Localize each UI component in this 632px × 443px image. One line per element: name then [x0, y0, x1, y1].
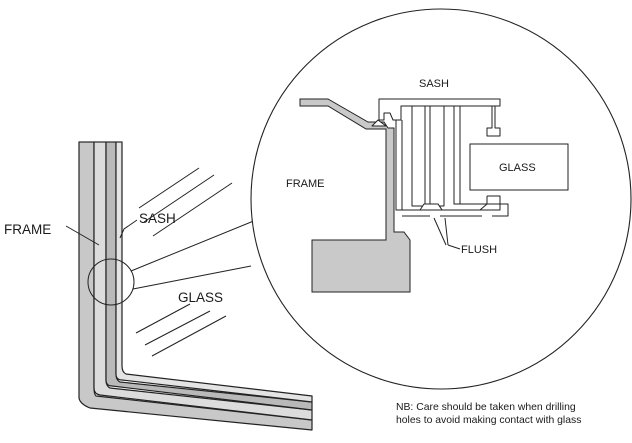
- glass-label-detail: GLASS: [499, 162, 536, 174]
- drilling-note-line-2: holes to avoid making contact with glass: [396, 414, 582, 426]
- sash-inner-bead: [115, 141, 313, 403]
- callout-leader-bottom: [132, 265, 252, 290]
- frame-label-left: FRAME: [4, 222, 51, 237]
- frame-label-detail: FRAME: [286, 178, 325, 190]
- sash-pointer: [119, 219, 138, 239]
- frame-pointer: [65, 225, 100, 246]
- sash-label-detail: SASH: [419, 78, 449, 90]
- glass-pane-detail: [469, 143, 569, 191]
- drilling-note-line-1: NB: Care should be taken when drilling: [396, 402, 576, 413]
- detail-callout-circle: [87, 258, 135, 306]
- flush-label-detail: FLUSH: [461, 244, 497, 256]
- sash-profile: [371, 98, 509, 217]
- callout-leader-top: [130, 219, 257, 272]
- window-corner: [78, 141, 313, 431]
- flush-pointers: [433, 217, 461, 250]
- sash-label-left: SASH: [139, 211, 176, 226]
- glass-reflection-lines: [135, 167, 233, 357]
- drilling-note: NB: Care should be taken when drilling h…: [396, 402, 632, 427]
- glass-label-left: GLASS: [178, 290, 223, 305]
